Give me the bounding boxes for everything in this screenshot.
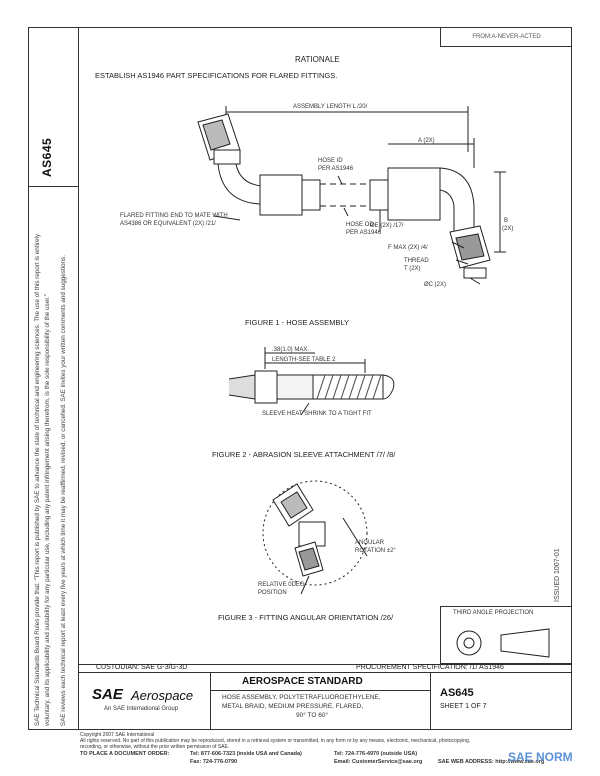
custodian: CUSTODIAN: SAE G-3/G-3D bbox=[96, 664, 188, 671]
angular-label-1: ANGULAR bbox=[355, 540, 385, 546]
title-col-2 bbox=[430, 672, 431, 730]
order-label: TO PLACE A DOCUMENT ORDER: bbox=[80, 751, 170, 757]
figure3-caption: FIGURE 3 - FITTING ANGULAR ORIENTATION /… bbox=[218, 613, 394, 622]
fitting-orientation-drawing bbox=[262, 480, 368, 595]
side-notice-3: SAE reviews each technical report at lea… bbox=[60, 255, 67, 726]
left-margin-strip bbox=[28, 27, 78, 730]
assembly-length-label: ASSEMBLY LENGTH L /20/ bbox=[293, 104, 368, 110]
abrasion-sleeve-drawing bbox=[228, 347, 395, 416]
doc-code: AS645 bbox=[40, 137, 54, 177]
rationale-title: RATIONALE bbox=[295, 55, 340, 64]
relative-label-1: RELATIVE 0DEG bbox=[258, 582, 305, 588]
figure1-caption: FIGURE 1 - HOSE ASSEMBLY bbox=[245, 318, 350, 327]
dim-a-label: A (2X) bbox=[418, 138, 435, 144]
thread-label: THREAD bbox=[404, 258, 429, 264]
angular-label-2: ROTATION ±2° bbox=[355, 548, 396, 554]
sleeve-max-label: .38(1.0) MAX. bbox=[272, 347, 310, 353]
sleeve-heat-shrink-label: SLEEVE HEAT SHRINK TO A TIGHT FIT bbox=[262, 411, 372, 417]
sleeve-length-label: LENGTH-SEE TABLE 2 bbox=[272, 357, 336, 363]
sheet-number: SHEET 1 OF 7 bbox=[440, 703, 487, 710]
phi-c-label: ØC (2X) bbox=[424, 282, 447, 288]
rights-line-2: recording, or otherwise, without the pri… bbox=[80, 744, 230, 750]
flared-note-2: AS4386 OR EQUIVALENT (2X) /21/ bbox=[120, 221, 216, 227]
fax: Fax: 724-776-0790 bbox=[190, 759, 238, 765]
title-col-1 bbox=[210, 672, 211, 730]
desc-line-3: 90° TO 60° bbox=[296, 712, 329, 719]
title-divider bbox=[78, 672, 572, 673]
relative-label-2: POSITION bbox=[258, 590, 287, 596]
hose-od-label: HOSE OD bbox=[346, 222, 374, 228]
phi-d-label: ØE (2X) /17/ bbox=[370, 223, 404, 229]
rights-line-1: All rights reserved. No part of this pub… bbox=[80, 738, 471, 744]
side-notice-2: voluntary, and its applicability and sui… bbox=[44, 294, 51, 726]
figure2-caption: FIGURE 2 - ABRASION SLEEVE ATTACHMENT /7… bbox=[212, 450, 396, 459]
desc-line-2: METAL BRAID, MEDIUM PRESSURE, FLARED, bbox=[222, 703, 364, 710]
web-address: SAE WEB ADDRESS: http://www.sae.org bbox=[438, 759, 545, 765]
b-dim-label: B bbox=[504, 218, 509, 224]
t-2x-label: T (2X) bbox=[404, 266, 421, 272]
copyright: Copyright 2007 SAE International bbox=[80, 732, 155, 738]
hose-id-label: HOSE ID bbox=[318, 158, 343, 164]
aerospace-brand: Aerospace bbox=[131, 688, 194, 703]
sae-brand: SAE bbox=[92, 686, 123, 703]
b-2x-label: (2X) bbox=[502, 226, 514, 232]
issued-label: ISSUED 1007-01 bbox=[554, 548, 561, 602]
title-block bbox=[78, 664, 572, 730]
tel-inside: Tel: 877-606-7323 (inside USA and Canada… bbox=[190, 751, 302, 757]
revision-box: FROM:A-NEVER-ACTED bbox=[440, 27, 572, 47]
email: Email: CustomerService@sae.org bbox=[334, 759, 423, 765]
doc-number: AS645 bbox=[440, 687, 474, 699]
flared-note-1: FLARED FITTING END TO MATE WITH bbox=[120, 213, 228, 219]
watermark: SAE NORM bbox=[508, 750, 573, 764]
desc-line-1: HOSE ASSEMBLY, POLYTETRAFLUOROETHYLENE, bbox=[222, 694, 381, 701]
per-as1946-1: PER AS1946 bbox=[318, 166, 354, 172]
rationale-text: ESTABLISH AS1946 PART SPECIFICATIONS FOR… bbox=[95, 71, 338, 80]
projection-symbol bbox=[456, 628, 550, 658]
projection-box: THIRD ANGLE PROJECTION bbox=[440, 606, 572, 664]
side-notice-1: SAE Technical Standards Board Rules prov… bbox=[34, 233, 41, 726]
standard-heading: AEROSPACE STANDARD bbox=[242, 676, 363, 687]
f-max-label: F MAX (2X) /4/ bbox=[388, 245, 428, 251]
per-as1946-2: PER AS1946 bbox=[346, 230, 382, 236]
projection-label: THIRD ANGLE PROJECTION bbox=[453, 610, 534, 616]
tel-outside: Tel: 724-776-4970 (outside USA) bbox=[334, 751, 418, 757]
doc-code-box: AS645 bbox=[28, 27, 78, 187]
brand-subtitle: An SAE International Group bbox=[104, 706, 179, 712]
procurement-spec: PROCUREMENT SPECIFICATION: /1/ AS1946 bbox=[356, 664, 504, 671]
hose-assembly-drawing bbox=[197, 106, 506, 285]
standard-divider bbox=[210, 690, 430, 691]
